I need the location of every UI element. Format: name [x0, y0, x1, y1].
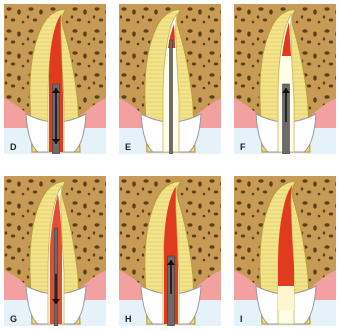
panel-letter: E	[125, 142, 131, 152]
coronal-seal	[278, 286, 294, 310]
panel-e: E	[119, 4, 221, 154]
panel-letter: G	[10, 314, 17, 324]
spreader	[170, 40, 173, 154]
panel-g: G	[4, 176, 106, 326]
panel-h: H	[119, 176, 221, 326]
panel-letter: D	[10, 142, 17, 152]
panel-d: D	[4, 4, 106, 154]
panel-letter: I	[240, 314, 243, 324]
panel-letter: H	[125, 314, 132, 324]
panel-i: I	[234, 176, 336, 326]
panel-f: F	[234, 4, 336, 154]
panel-letter: F	[240, 142, 246, 152]
